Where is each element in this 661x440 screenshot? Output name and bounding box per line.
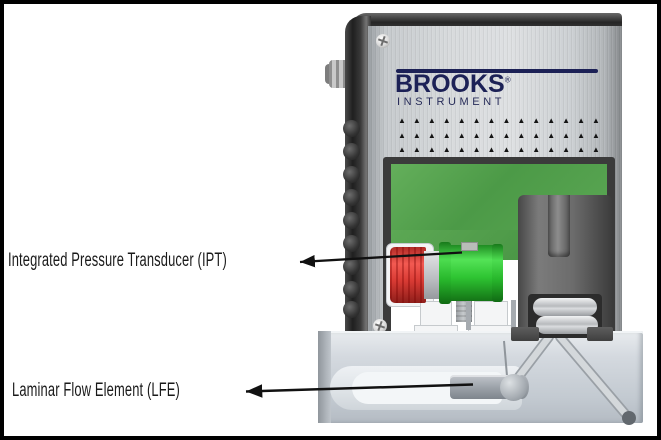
vent-triangle-icon: ▲: [487, 116, 496, 125]
vent-triangle-icon: ▲: [472, 131, 481, 140]
vent-triangle-icon: ▲: [517, 131, 526, 140]
vent-triangle-icon: ▲: [487, 131, 496, 140]
valve-foot: [587, 327, 613, 341]
screw-bottom-icon: [373, 319, 387, 333]
vent-triangle-icon: ▲: [398, 116, 406, 125]
vent-triangle-icon: ▲: [577, 116, 585, 125]
device-top-cap: [352, 13, 622, 30]
vent-triangle-icon: ▲: [457, 145, 466, 154]
vent-triangle-icon: ▲: [398, 145, 406, 154]
vent-triangle-icon: ▲: [502, 131, 511, 140]
vent-triangle-icon: ▲: [547, 145, 556, 154]
support-rod: [466, 300, 471, 330]
frame-bump: [343, 166, 360, 183]
ipt-collar-right: [492, 244, 503, 302]
vent-triangle-icon: ▲: [577, 145, 585, 154]
vent-triangle-icon: ▲: [547, 131, 556, 140]
valve-disc: [533, 298, 597, 316]
label-ipt: Integrated Pressure Transducer (IPT): [8, 250, 227, 271]
ipt-top-notch: [461, 242, 478, 251]
brand-rule: [396, 69, 598, 73]
vent-triangle-icon: ▲: [591, 145, 600, 154]
frame-bump: [343, 120, 360, 137]
valve-disc: [536, 316, 598, 334]
vent-triangle-icon: ▲: [412, 131, 421, 140]
vent-triangle-icon: ▲: [427, 116, 436, 125]
vent-triangle-icon: ▲: [442, 131, 451, 140]
brand-text: BROOKS: [395, 70, 505, 98]
ipt-red-ring: [390, 247, 426, 303]
vent-triangle-icon: ▲: [517, 116, 526, 125]
ipt-collar-left: [439, 242, 451, 304]
vent-triangle-icon: ▲: [427, 131, 436, 140]
vent-row: ▲ ▲ ▲ ▲ ▲ ▲ ▲ ▲ ▲ ▲ ▲ ▲ ▲ ▲: [398, 131, 600, 140]
vent-triangle-icon: ▲: [412, 116, 421, 125]
vent-triangle-icon: ▲: [547, 116, 556, 125]
vent-row: ▲ ▲ ▲ ▲ ▲ ▲ ▲ ▲ ▲ ▲ ▲ ▲ ▲ ▲: [398, 116, 600, 125]
vent-triangle-icon: ▲: [502, 145, 511, 154]
vent-triangle-icon: ▲: [532, 145, 541, 154]
vent-row: ▲ ▲ ▲ ▲ ▲ ▲ ▲ ▲ ▲ ▲ ▲ ▲ ▲ ▲: [398, 145, 600, 154]
side-connector-tip: [325, 64, 332, 84]
label-lfe: Laminar Flow Element (LFE): [12, 380, 180, 401]
vent-triangle-icon: ▲: [398, 131, 406, 140]
vent-triangle-icon: ▲: [502, 116, 511, 125]
vent-triangle-icon: ▲: [442, 116, 451, 125]
vent-triangle-icon: ▲: [532, 116, 541, 125]
vent-triangle-icon: ▲: [442, 145, 451, 154]
screw-top-icon: [376, 34, 390, 48]
frame-bump: [343, 258, 360, 275]
frame-bump: [343, 281, 360, 298]
vent-triangle-icon: ▲: [457, 116, 466, 125]
vent-triangle-icon: ▲: [562, 145, 571, 154]
vent-triangle-icon: ▲: [412, 145, 421, 154]
frame-bump: [343, 143, 360, 160]
support-rod: [511, 300, 516, 330]
vent-triangle-icon: ▲: [457, 131, 466, 140]
flow-body-left-face: [318, 331, 331, 423]
vent-triangle-icon: ▲: [562, 116, 571, 125]
vent-triangle-icon: ▲: [577, 131, 585, 140]
vent-triangle-icon: ▲: [427, 145, 436, 154]
flow-elbow-joint: [500, 374, 527, 401]
frame-bump: [343, 301, 360, 318]
frame-bump: [343, 235, 360, 252]
vent-triangle-icon: ▲: [472, 116, 481, 125]
frame-bump: [343, 212, 360, 229]
vent-triangle-icon: ▲: [591, 116, 600, 125]
vent-triangle-icon: ▲: [487, 145, 496, 154]
vent-triangle-icon: ▲: [562, 131, 571, 140]
brand-subtitle: INSTRUMENT: [397, 96, 506, 108]
brand-logo: BROOKS®: [395, 72, 511, 97]
vent-triangle-icon: ▲: [532, 131, 541, 140]
frame-bump: [343, 189, 360, 206]
vent-triangle-icon: ▲: [472, 145, 481, 154]
vent-triangle-icon: ▲: [591, 131, 600, 140]
vent-triangle-icon: ▲: [517, 145, 526, 154]
valve-top-groove: [548, 195, 570, 257]
brand-mark: ®: [504, 75, 511, 85]
valve-foot: [511, 327, 539, 341]
